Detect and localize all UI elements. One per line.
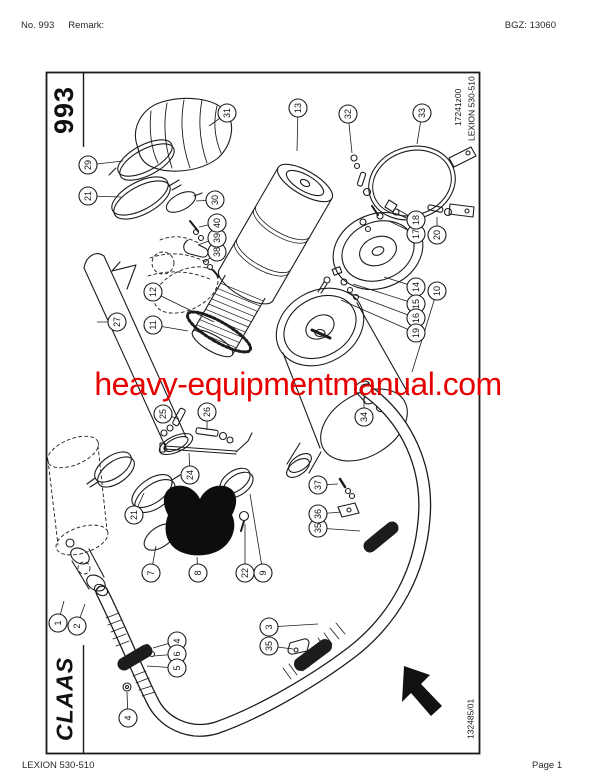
- svg-text:4: 4: [123, 715, 133, 720]
- svg-text:14: 14: [411, 282, 421, 292]
- direction-arrow: [402, 666, 442, 716]
- callout-14: 14: [383, 276, 426, 297]
- callout-21: 21: [124, 492, 145, 525]
- svg-text:1: 1: [53, 620, 63, 625]
- callout-3: 3: [259, 617, 319, 637]
- svg-text:34: 34: [359, 412, 369, 422]
- svg-text:35: 35: [313, 523, 323, 533]
- svg-text:37: 37: [313, 480, 323, 490]
- callout-27: 27: [97, 312, 127, 332]
- callout-40: 40: [198, 213, 227, 233]
- callout-21: 21: [78, 186, 122, 206]
- svg-text:17: 17: [411, 229, 421, 239]
- bgz-label: BGZ: 13060: [504, 20, 556, 31]
- callout-11: 11: [143, 315, 189, 335]
- svg-text:24: 24: [185, 470, 195, 480]
- remark-label: Remark:: [68, 20, 105, 31]
- svg-text:22: 22: [240, 568, 250, 578]
- callout-39: 39: [197, 228, 227, 248]
- footer-model: LEXION 530-510: [22, 760, 95, 771]
- svg-text:6: 6: [172, 651, 182, 656]
- callout-22: 22: [235, 524, 255, 583]
- svg-text:27: 27: [112, 317, 122, 327]
- footer-page: Page 1: [532, 760, 563, 771]
- callout-4: 4: [152, 631, 187, 651]
- callout-4: 4: [118, 691, 138, 728]
- callout-36: 36: [308, 504, 342, 524]
- callout-18: 18: [396, 208, 426, 230]
- callout-5: 5: [146, 658, 187, 678]
- callout-34: 34: [354, 397, 374, 427]
- svg-text:16: 16: [411, 313, 421, 323]
- callout-20: 20: [427, 217, 447, 245]
- svg-text:18: 18: [411, 215, 421, 225]
- callout-33: 33: [412, 103, 432, 145]
- callout-7: 7: [141, 545, 161, 583]
- sheet-number-label: No. 993: [21, 20, 55, 31]
- callout-37: 37: [308, 475, 339, 495]
- svg-text:7: 7: [146, 570, 156, 575]
- svg-text:4: 4: [172, 638, 182, 643]
- watermark-text: heavy-equipmentmanual.com: [94, 366, 502, 402]
- callout-35: 35: [259, 636, 294, 656]
- drawing-frame: [45, 71, 481, 755]
- svg-text:36: 36: [313, 509, 323, 519]
- callout-16: 16: [346, 291, 426, 328]
- svg-text:10: 10: [432, 286, 442, 296]
- svg-text:40: 40: [212, 218, 222, 228]
- callout-1: 1: [48, 600, 68, 633]
- callout-26: 26: [197, 402, 217, 430]
- svg-text:38: 38: [212, 247, 222, 257]
- svg-text:26: 26: [202, 407, 212, 417]
- svg-text:31: 31: [222, 108, 232, 118]
- svg-text:3: 3: [264, 624, 274, 629]
- svg-text:5: 5: [172, 665, 182, 670]
- svg-text:35: 35: [264, 641, 274, 651]
- callout-32: 32: [338, 104, 358, 154]
- callout-17: 17: [388, 220, 426, 244]
- svg-text:8: 8: [193, 570, 203, 575]
- line-art: [47, 97, 477, 737]
- svg-text:19: 19: [411, 328, 421, 338]
- svg-text:33: 33: [417, 108, 427, 118]
- callout-19: 19: [340, 299, 426, 343]
- svg-text:15: 15: [411, 299, 421, 309]
- callout-30: 30: [195, 190, 225, 210]
- svg-text:12: 12: [148, 287, 158, 297]
- svg-text:13: 13: [293, 103, 303, 113]
- svg-text:20: 20: [432, 230, 442, 240]
- svg-text:9: 9: [258, 570, 268, 575]
- callout-24: 24: [180, 452, 200, 485]
- callout-2: 2: [67, 603, 87, 636]
- callout-13: 13: [288, 98, 308, 152]
- svg-text:29: 29: [83, 160, 93, 170]
- callout-15: 15: [352, 283, 426, 314]
- svg-text:11: 11: [148, 320, 158, 329]
- svg-text:32: 32: [343, 109, 353, 119]
- svg-text:2: 2: [72, 623, 82, 628]
- svg-text:21: 21: [83, 191, 93, 201]
- callout-6: 6: [153, 644, 187, 664]
- callout-8: 8: [188, 556, 208, 583]
- callout-29: 29: [78, 155, 124, 175]
- svg-text:21: 21: [129, 510, 139, 520]
- svg-text:25: 25: [158, 409, 168, 419]
- callout-12: 12: [143, 282, 215, 323]
- svg-text:39: 39: [212, 233, 222, 243]
- callout-31: 31: [208, 103, 237, 127]
- header-left: No. 993 Remark:: [21, 20, 104, 31]
- svg-text:30: 30: [210, 195, 220, 205]
- callout-25: 25: [153, 404, 180, 424]
